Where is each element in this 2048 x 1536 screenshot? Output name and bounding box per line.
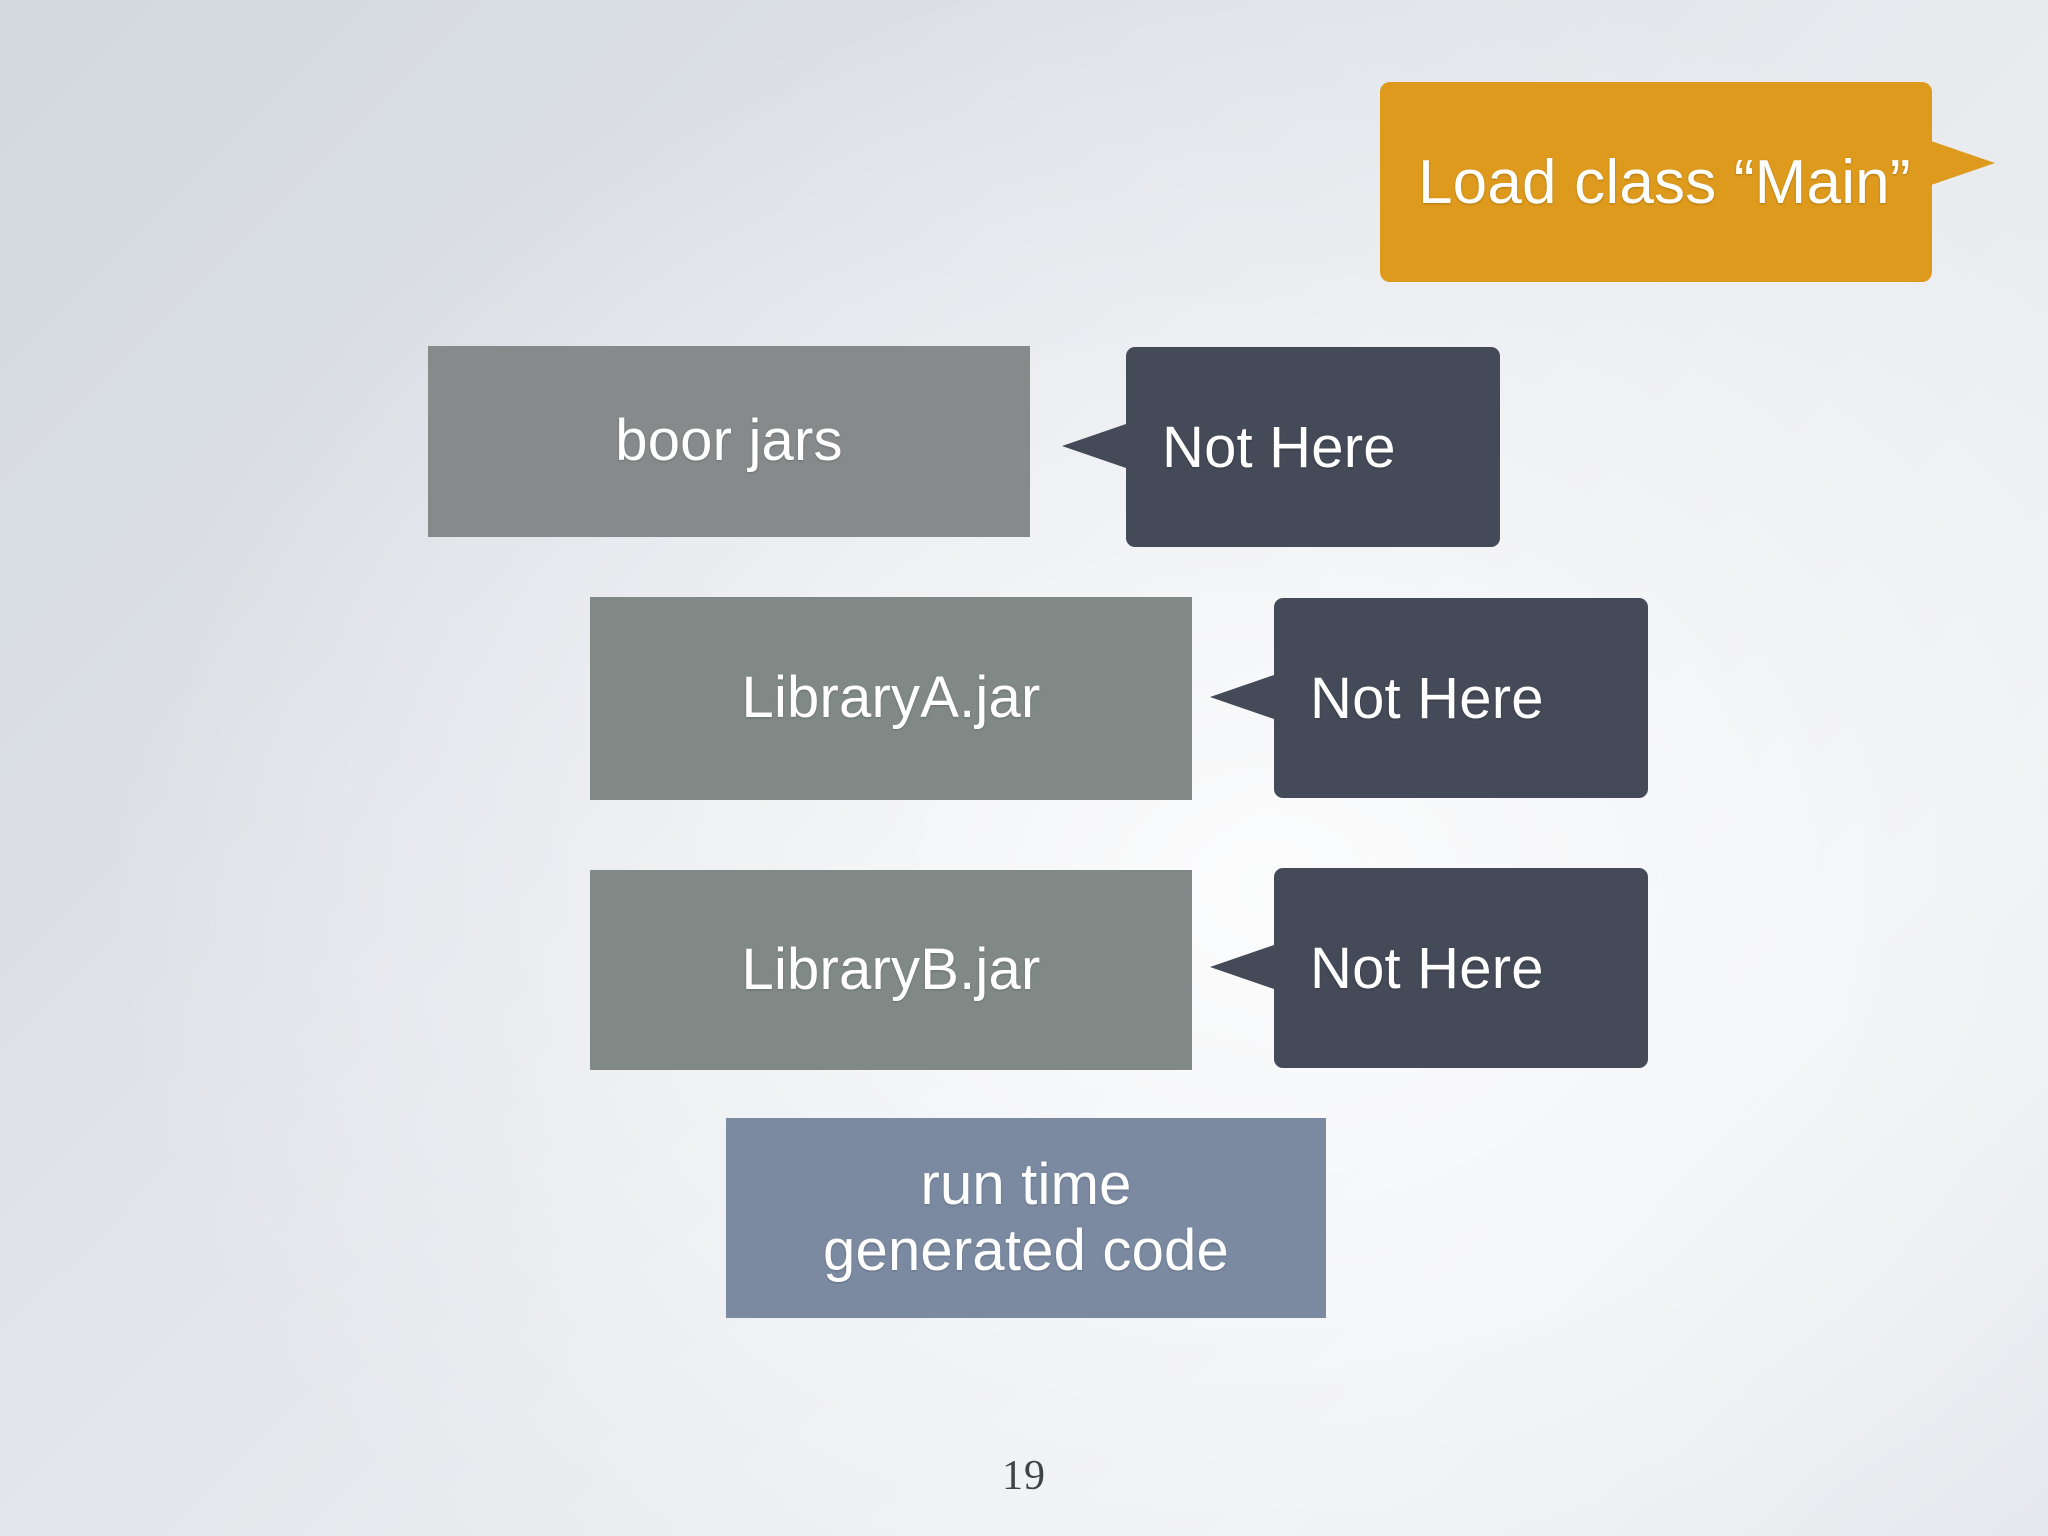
callout-load-class-label: Load class “Main” [1418,147,1911,217]
callout-not-here-1-label: Not Here [1162,414,1396,480]
classpath-box-library-a-label: LibraryA.jar [741,665,1041,731]
callout-not-here-3-pointer-icon [1210,945,1274,989]
callout-not-here-1-pointer-icon [1062,424,1126,468]
callout-not-here-2-pointer-icon [1210,675,1274,719]
classpath-box-library-a: LibraryA.jar [590,597,1192,800]
callout-not-here-3-label: Not Here [1310,935,1544,1001]
callout-not-here-2-label: Not Here [1310,665,1544,731]
callout-not-here-1: Not Here [1126,347,1500,547]
classpath-box-boor-jars: boor jars [428,346,1030,537]
callout-load-class: Load class “Main” [1380,82,1932,282]
runtime-generated-code-box: run time generated code [726,1118,1326,1318]
classpath-box-library-b-label: LibraryB.jar [741,936,1041,1002]
runtime-generated-code-line-1: run time [920,1151,1132,1217]
classpath-box-library-b: LibraryB.jar [590,870,1192,1070]
runtime-generated-code-line-2: generated code [823,1218,1229,1283]
callout-load-class-pointer-icon [1931,141,1995,185]
callout-not-here-2: Not Here [1274,598,1648,798]
callout-not-here-3: Not Here [1274,868,1648,1068]
page-number: 19 [1002,1453,1046,1499]
classpath-box-boor-jars-label: boor jars [615,408,843,474]
